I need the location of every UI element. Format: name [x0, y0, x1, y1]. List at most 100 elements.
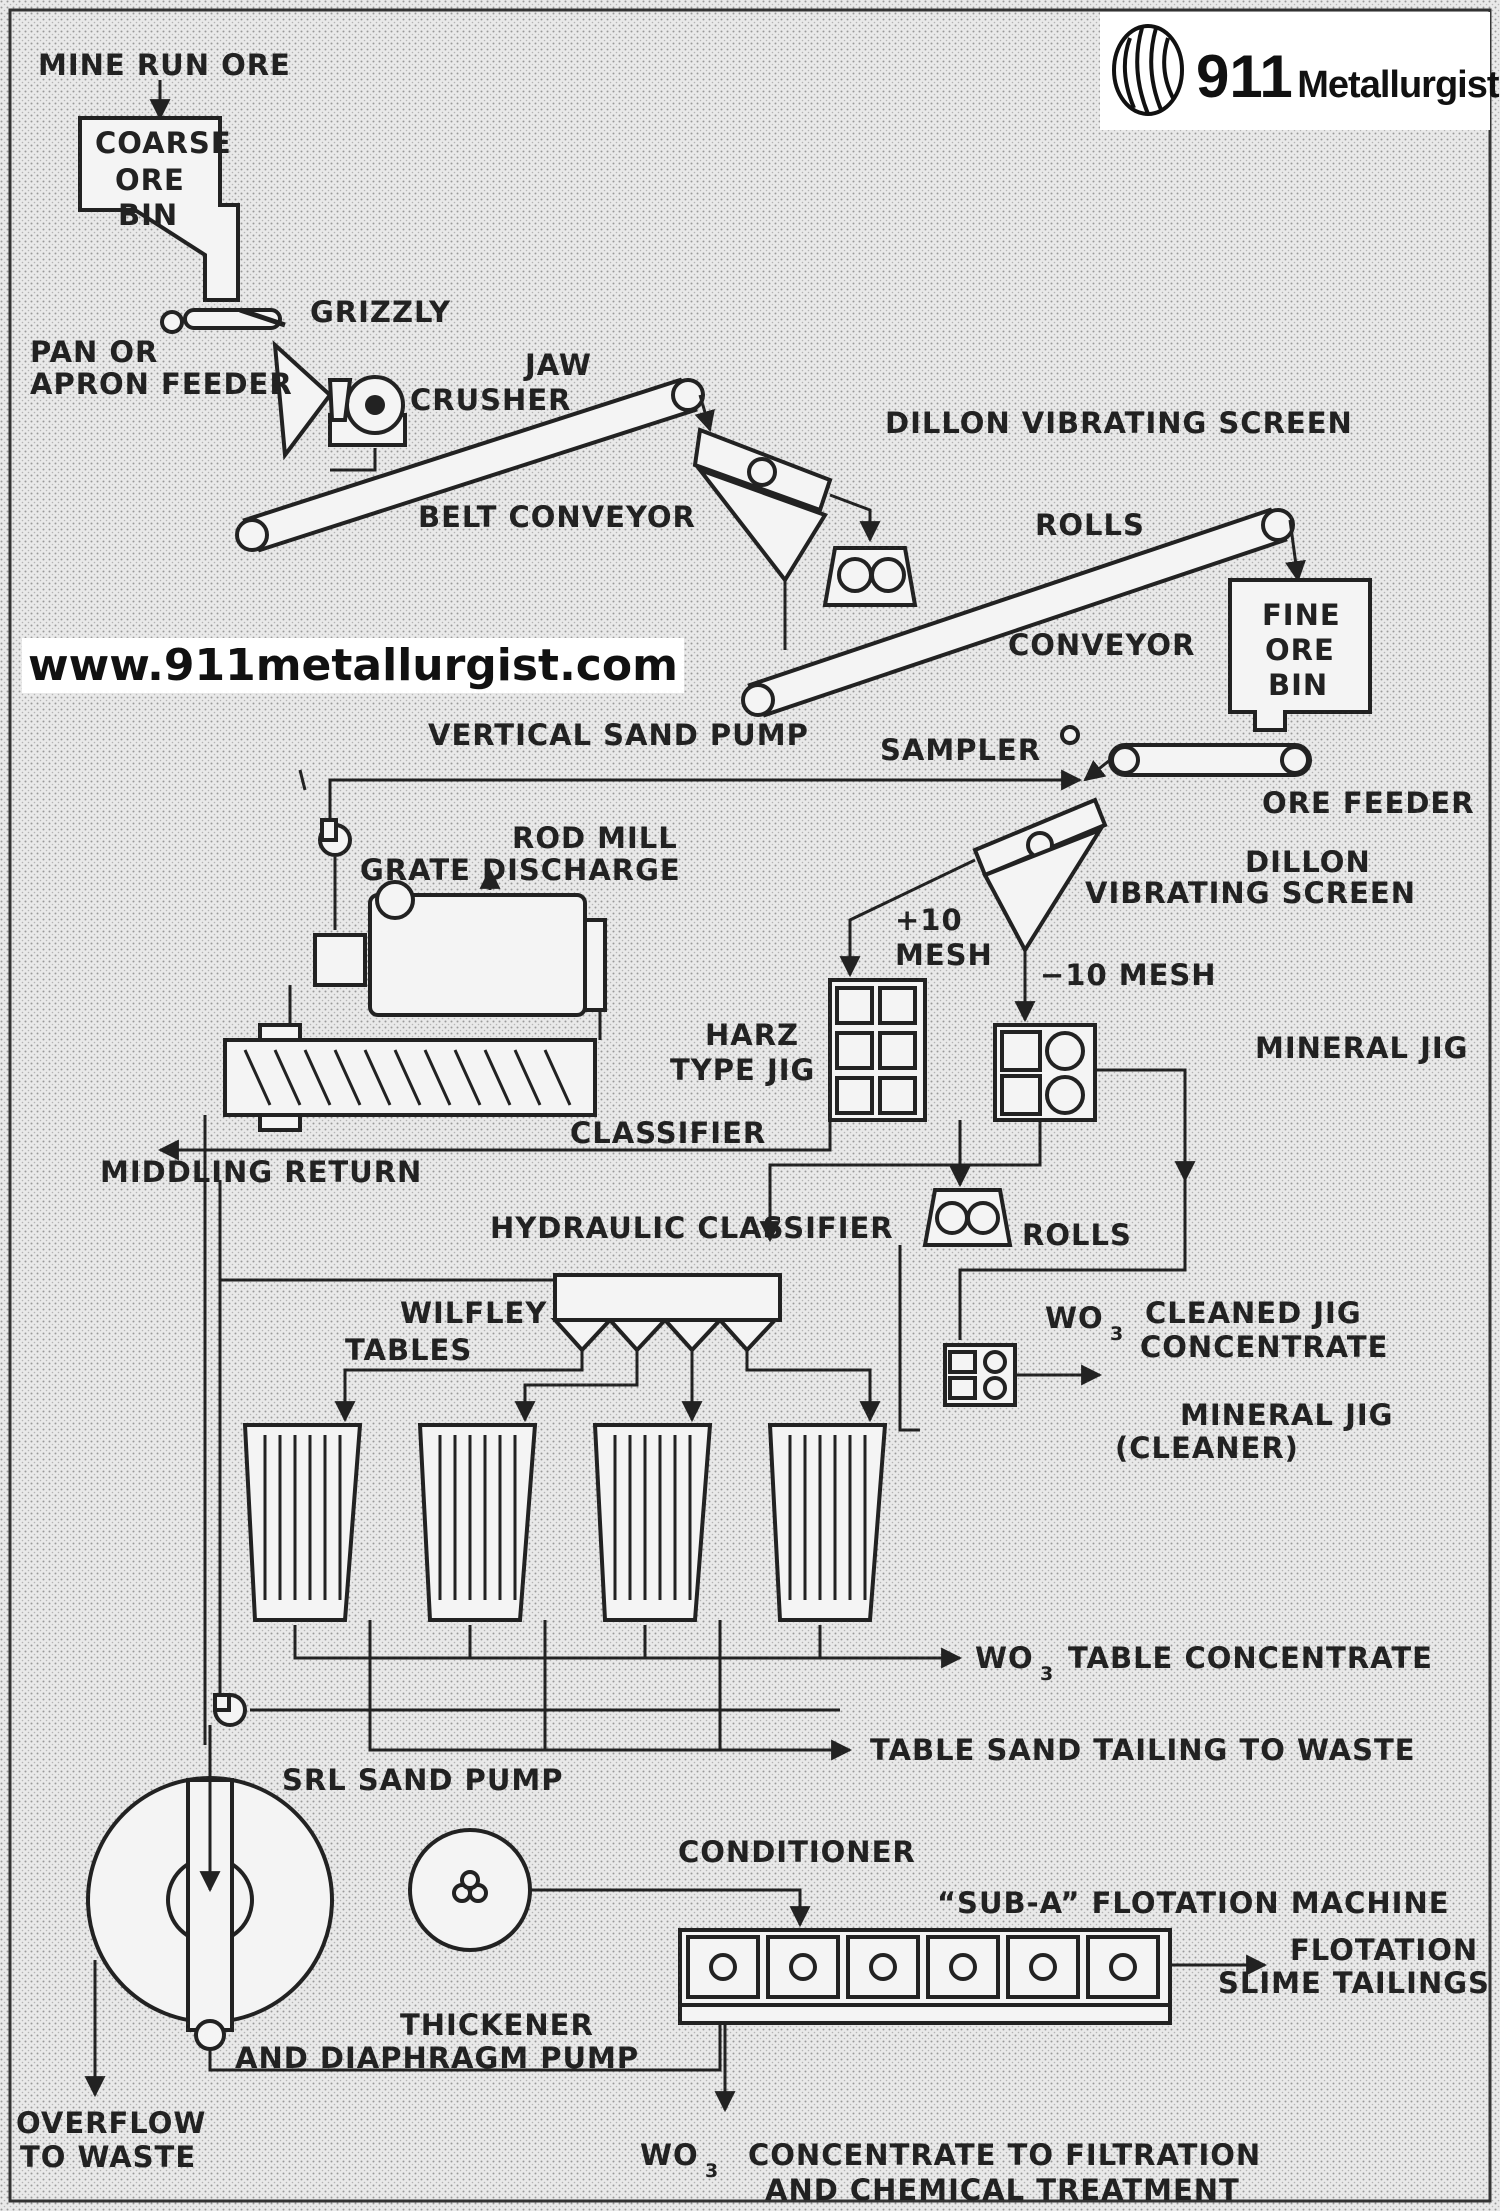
classifier — [223, 1023, 597, 1132]
label-sampler: SAMPLER — [880, 733, 1041, 767]
label-wilfley-2: TABLES — [345, 1333, 472, 1367]
label-dillon-screen-2b: VIBRATING SCREEN — [1085, 876, 1416, 910]
rolls-mid — [922, 1188, 1013, 1247]
label-wo3-final-c: AND CHEMICAL TREATMENT — [765, 2173, 1240, 2207]
srl-sand-pump — [213, 1693, 247, 1727]
label-ore-feeder: ORE FEEDER — [1262, 786, 1475, 820]
label-classifier: CLASSIFIER — [570, 1116, 766, 1150]
ore-feeder — [1108, 743, 1312, 777]
feed-table-1 — [334, 1350, 584, 1423]
label-wo3-final-sub: 3 — [705, 2160, 718, 2182]
screen-oversize-line — [829, 493, 881, 543]
rolls-top — [822, 546, 918, 607]
wilfley-table-1 — [242, 1423, 363, 1622]
vertical-sand-pump — [318, 818, 352, 857]
label-flotation-machine: “SUB-A” FLOTATION MACHINE — [937, 1886, 1450, 1920]
jaw-crusher-hub — [365, 395, 385, 415]
conveyor2-discharge — [1285, 519, 1306, 583]
jig-tailing-to-classifier — [157, 1110, 832, 1161]
label-harz-jig-2: TYPE JIG — [670, 1053, 815, 1087]
label-table-sand-tailing: TABLE SAND TAILING TO WASTE — [870, 1733, 1416, 1767]
logo-wordmark: 911 Metallurgist — [1196, 42, 1500, 111]
mineral-jig — [993, 1023, 1097, 1122]
sand-tailing-line — [368, 1620, 853, 1761]
crusher-to-conveyor — [330, 448, 377, 472]
belt-conveyor-2 — [741, 507, 1295, 718]
label-hydraulic-classifier: HYDRAULIC CLASSIFIER — [490, 1211, 894, 1245]
label-fine-ore-bin-3: BIN — [1268, 668, 1328, 702]
label-plus10-a: +10 — [895, 903, 963, 937]
label-mineral-jig-cleaner-2: (CLEANER) — [1115, 1431, 1299, 1465]
thickener — [86, 1776, 334, 2051]
conditioner — [408, 1828, 532, 1952]
label-grizzly: GRIZZLY — [310, 295, 451, 329]
label-plus10-b: MESH — [895, 938, 993, 972]
wilfley-table-4 — [767, 1423, 888, 1622]
label-wo3-table-b: TABLE CONCENTRATE — [1068, 1641, 1433, 1675]
label-conditioner: CONDITIONER — [678, 1835, 916, 1869]
label-mine-run-ore: MINE RUN ORE — [38, 48, 291, 82]
metallurgist-logo-icon — [1112, 24, 1184, 116]
outer-border — [8, 8, 1492, 2203]
label-wilfley-1: WILFLEY — [400, 1296, 547, 1330]
label-jaw-crusher-2: CRUSHER — [410, 383, 571, 417]
label-flotation-tailings-2: SLIME TAILINGS — [1218, 1966, 1490, 2000]
mineral-jig-tail-to-hydraulic — [759, 1120, 1042, 1243]
label-wo3-jig-a: WO — [1045, 1301, 1104, 1335]
mineral-jig-to-cleaner — [958, 1180, 1187, 1340]
harz-type-jig — [828, 978, 927, 1122]
wilfley-table-2 — [417, 1423, 538, 1622]
label-pan-feeder-1: PAN OR — [30, 335, 158, 369]
coarse-ore-bin — [78, 116, 240, 302]
grizzly — [239, 307, 286, 328]
label-harz-jig-1: HARZ — [705, 1018, 799, 1052]
sub-a-flotation-machine — [678, 1928, 1172, 2025]
label-wo3-final-b: CONCENTRATE TO FILTRATION — [748, 2138, 1261, 2172]
label-flotation-tailings-1: FLOTATION — [1290, 1933, 1478, 1967]
dillon-vibrating-screen-top — [692, 427, 833, 584]
mineral-jig-conc-line — [1095, 1068, 1196, 1183]
hydraulic-classifier — [550, 1273, 782, 1353]
feeder-to-screen — [1083, 758, 1111, 782]
sampler — [1060, 725, 1080, 745]
table-concentrate-line — [293, 1625, 963, 1669]
label-wo3-table-sub: 3 — [1040, 1663, 1053, 1685]
label-wo3-table-a: WO — [975, 1641, 1034, 1675]
label-srl-sand-pump: SRL SAND PUMP — [282, 1763, 563, 1797]
label-overflow-2: TO WASTE — [20, 2140, 196, 2174]
label-fine-ore-bin-2: ORE — [1265, 633, 1335, 667]
conveyor-discharge — [694, 394, 715, 433]
logo-box — [1100, 12, 1490, 130]
label-rod-mill-2: GRATE DISCHARGE — [360, 853, 681, 887]
label-jaw-crusher-1: JAW — [523, 348, 592, 382]
label-thickener-1: THICKENER — [400, 2008, 594, 2042]
label-fine-ore-bin-1: FINE — [1262, 598, 1341, 632]
label-mineral-jig: MINERAL JIG — [1255, 1031, 1468, 1065]
label-coarse-ore-bin-1: COARSE — [95, 126, 232, 160]
label-overflow-1: OVERFLOW — [16, 2106, 206, 2140]
label-rod-mill-1: ROD MILL — [512, 821, 678, 855]
label-vertical-sand-pump: VERTICAL SAND PUMP — [428, 718, 809, 752]
label-dillon-screen-top: DILLON VIBRATING SCREEN — [885, 406, 1353, 440]
label-rolls-top: ROLLS — [1035, 508, 1145, 542]
label-wo3-final-a: WO — [640, 2138, 699, 2172]
rod-mill — [313, 880, 607, 1017]
feed-table-4 — [745, 1350, 881, 1423]
label-wo3-jig-b: CLEANED JIG — [1145, 1296, 1362, 1330]
label-minus10: −10 MESH — [1040, 958, 1217, 992]
label-middling-return: MIDDLING RETURN — [100, 1155, 422, 1189]
label-conveyor: CONVEYOR — [1008, 628, 1195, 662]
label-belt-conveyor: BELT CONVEYOR — [418, 500, 696, 534]
label-wo3-jig-c: CONCENTRATE — [1140, 1330, 1388, 1364]
label-coarse-ore-bin-3: BIN — [118, 198, 178, 232]
belt-conveyor-1 — [235, 377, 705, 553]
sand-pump-return-line — [328, 769, 1083, 825]
mineral-jig-cleaner — [943, 1343, 1017, 1407]
fine-ore-bin — [1228, 578, 1372, 732]
conditioner-to-flotation — [530, 1888, 811, 1928]
logo-number: 911 — [1196, 43, 1293, 110]
label-thickener-2: AND DIAPHRAGM PUMP — [235, 2041, 639, 2075]
label-rolls-mid: ROLLS — [1022, 1218, 1132, 1252]
plus10-line — [839, 858, 976, 978]
